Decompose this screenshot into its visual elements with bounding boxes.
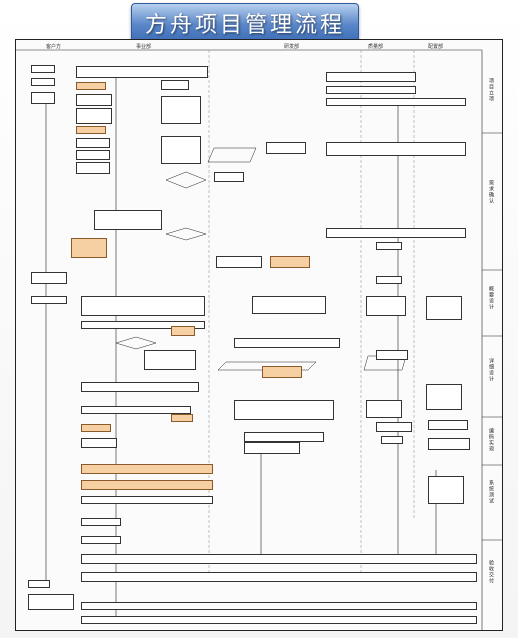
process-box-config-5: [428, 476, 464, 504]
process-box-business-1: [76, 66, 208, 78]
process-box-rnd-2: [214, 172, 244, 182]
process-box-business-3: [76, 108, 112, 124]
process-box-business-6: [76, 138, 110, 148]
process-box-acceptance-4: [81, 616, 477, 624]
process-box-rnd-8: [244, 442, 300, 454]
process-box-highlight-8: [81, 424, 111, 432]
process-box-rnd-5: [234, 338, 340, 348]
process-box-config-3: [428, 420, 468, 430]
process-box-acceptance-1: [81, 554, 477, 564]
process-box-highlight-3: [71, 238, 107, 258]
process-box-config-1: [426, 296, 462, 320]
process-box-highlight-4: [270, 256, 310, 268]
process-box-qa-11: [376, 422, 412, 432]
process-box-business-11: [81, 296, 205, 316]
process-box-highlight-7: [171, 414, 193, 422]
process-box-highlight-1: [76, 82, 106, 90]
process-box-business-8: [76, 162, 110, 174]
process-box-business-18: [81, 518, 121, 526]
process-box-qa-12: [381, 436, 403, 444]
process-box-qa-5: [326, 228, 466, 238]
process-box-customer-4: [31, 272, 67, 284]
process-box-qa-7: [376, 276, 402, 284]
process-box-highlight-5: [171, 326, 195, 336]
process-box-customer-5: [31, 296, 67, 304]
lane-header-rnd: 研发部: [284, 44, 300, 50]
process-box-business-10: [94, 210, 162, 230]
stage-label-outline-design: 概要设计: [488, 286, 494, 310]
process-box-qa-9: [376, 350, 408, 360]
process-box-customer-7: [28, 594, 74, 610]
process-box-business-12: [81, 321, 205, 329]
process-box-rnd-4: [252, 296, 326, 314]
process-box-config-2: [426, 384, 462, 410]
process-box-config-4: [428, 438, 470, 450]
process-box-customer-6: [28, 580, 50, 588]
stage-label-requirements: 需求确认: [488, 180, 494, 204]
process-box-customer-2: [31, 78, 55, 86]
flowchart-area: 客户方 事业部 研发部 质量部 配置部 项目立项 需求确认 概要设计 详细设计 …: [15, 39, 503, 631]
process-box-highlight-6: [262, 366, 302, 378]
lane-header-qa: 质量部: [368, 44, 384, 50]
process-box-business-2: [76, 94, 112, 106]
process-box-acceptance-2: [81, 572, 477, 582]
process-box-rnd-7: [244, 432, 324, 442]
process-box-qa-4: [326, 142, 466, 156]
process-box-qa-3: [326, 98, 466, 106]
process-box-business-15: [81, 406, 191, 414]
process-box-qa-8: [366, 296, 406, 316]
process-box-rnd-6: [234, 400, 334, 420]
process-box-highlight-2: [76, 126, 106, 134]
stage-label-coding: 编码实现: [488, 428, 494, 452]
process-box-business-19: [81, 536, 121, 544]
process-box-customer-1: [31, 65, 55, 73]
process-box-highlight-10: [81, 480, 213, 490]
stage-label-acceptance: 验收交付: [488, 560, 494, 584]
process-box-business-4: [161, 80, 189, 90]
process-box-business-5: [161, 96, 201, 124]
process-box-qa-2: [326, 86, 416, 94]
lane-header-business: 事业部: [136, 44, 152, 50]
process-box-business-16: [81, 438, 117, 448]
diagram-title: 方舟项目管理流程: [144, 13, 345, 38]
connector-layer: [16, 49, 502, 630]
stage-label-detail-design: 详细设计: [488, 358, 494, 382]
process-box-qa-10: [366, 400, 402, 418]
process-box-qa-1: [326, 72, 416, 82]
lane-header-customer: 客户方: [46, 44, 62, 50]
process-box-customer-3: [31, 92, 55, 104]
process-box-business-17: [81, 496, 213, 504]
process-box-highlight-9: [81, 464, 213, 474]
process-box-rnd-1: [266, 142, 306, 154]
process-box-business-13: [144, 350, 196, 370]
process-box-business-14: [81, 382, 199, 392]
process-box-acceptance-3: [81, 602, 477, 610]
title-banner: 方舟项目管理流程: [131, 3, 359, 43]
stage-label-initiation: 项目立项: [488, 78, 494, 102]
process-box-rnd-3: [216, 256, 262, 268]
lane-header-config: 配置部: [428, 44, 444, 50]
process-box-business-7: [76, 150, 110, 160]
process-box-qa-6: [376, 242, 402, 250]
stage-label-testing: 系统测试: [488, 480, 494, 504]
process-box-business-9: [161, 136, 201, 164]
